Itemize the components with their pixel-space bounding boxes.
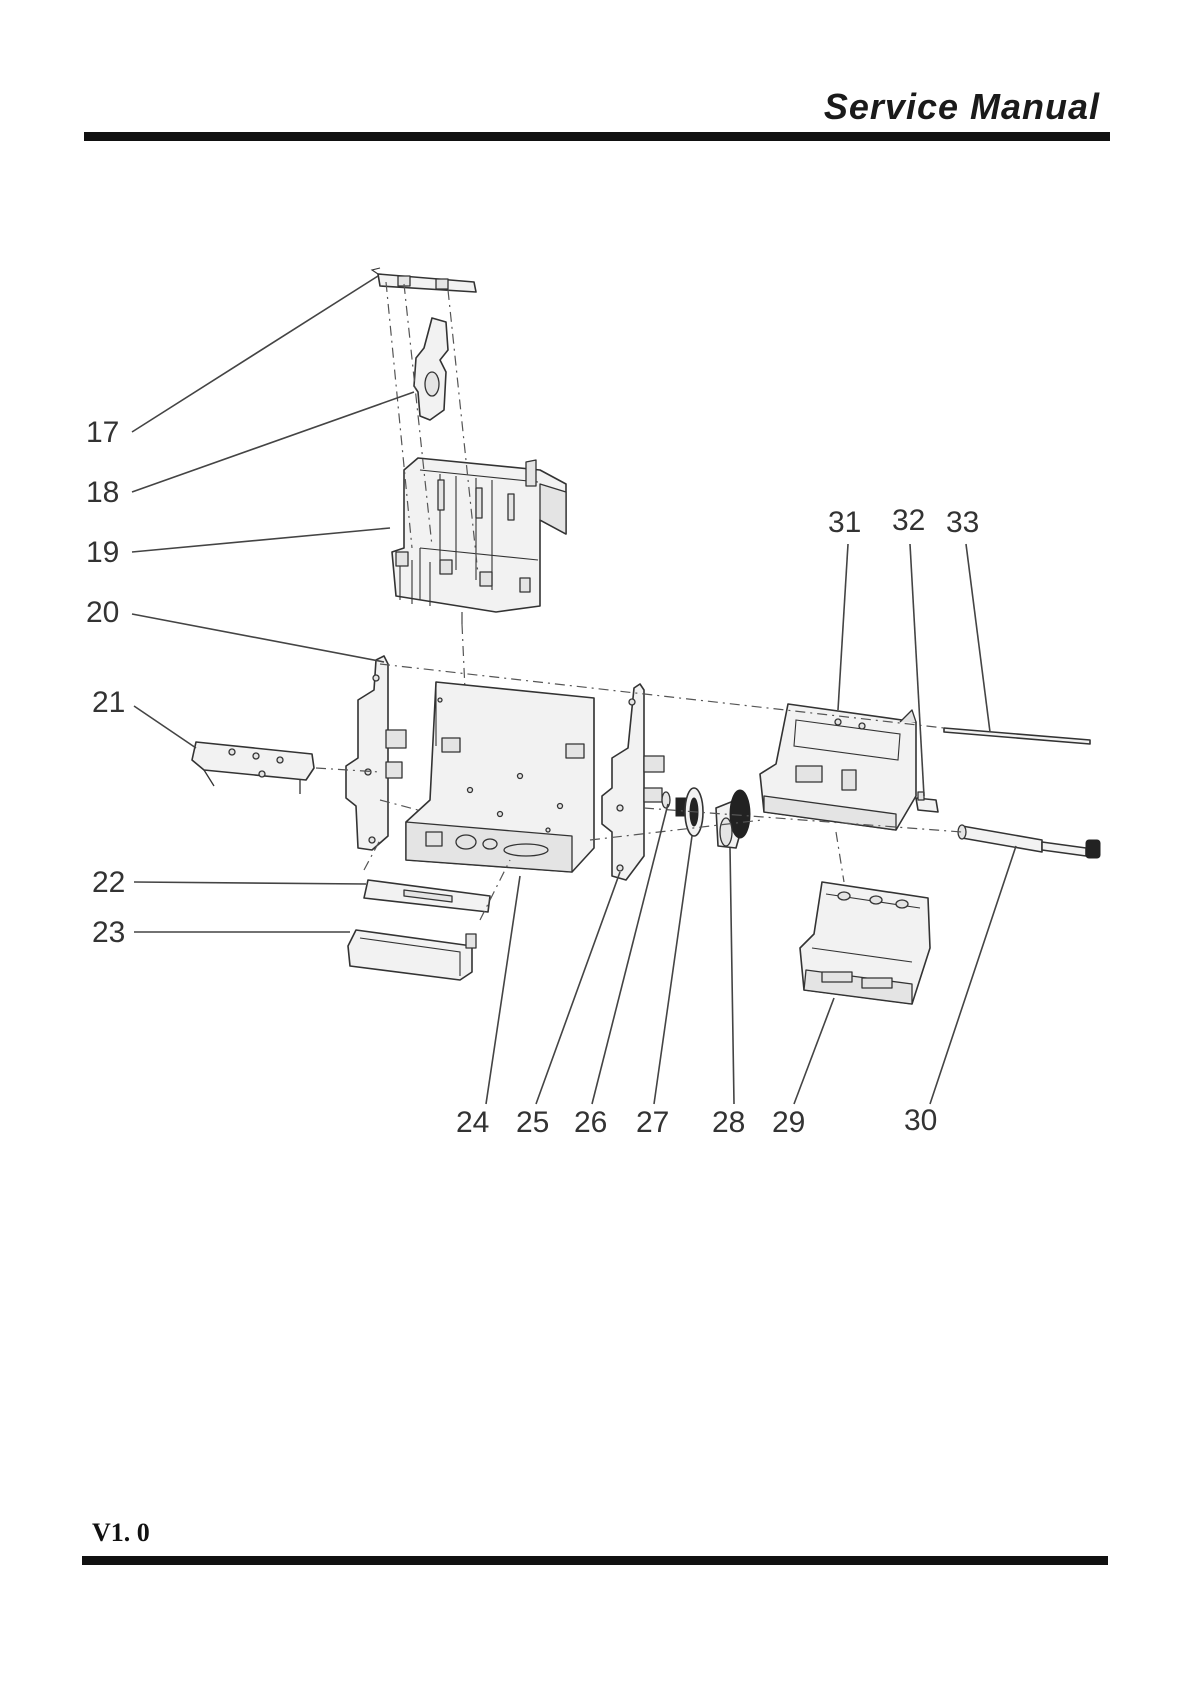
- callout-25: 25: [516, 1106, 549, 1139]
- callout-19: 19: [86, 536, 119, 569]
- part-33-shaft: [944, 728, 1090, 744]
- callout-28: 28: [712, 1106, 745, 1139]
- callout-31: 31: [828, 506, 861, 539]
- callout-33: 33: [946, 506, 979, 539]
- callout-27: 27: [636, 1106, 669, 1139]
- callout-30: 30: [904, 1104, 937, 1137]
- footer-rule: [82, 1556, 1108, 1565]
- part-32-clip: [916, 792, 938, 812]
- part-19-paper-holder: [392, 458, 566, 624]
- callout-17: 17: [86, 416, 119, 449]
- callout-21: 21: [92, 686, 125, 719]
- callout-23: 23: [92, 916, 125, 949]
- part-21-side-bracket: [192, 742, 314, 794]
- part-26-washer: [662, 792, 670, 808]
- part-22-front-plate: [364, 880, 490, 912]
- callout-18: 18: [86, 476, 119, 509]
- callout-22: 22: [92, 866, 125, 899]
- part-30-roller: [958, 825, 1100, 858]
- footer-version: V1. 0: [92, 1518, 150, 1548]
- callout-32: 32: [892, 504, 925, 537]
- part-25-right-frame: [602, 684, 664, 880]
- callout-20: 20: [86, 596, 119, 629]
- part-23-front-tray: [348, 930, 476, 980]
- callout-29: 29: [772, 1106, 805, 1139]
- part-29-cutter-housing: [800, 882, 930, 1004]
- part-20-left-frame: [346, 656, 406, 850]
- part-28-gear-assembly: [716, 790, 750, 848]
- callout-26: 26: [574, 1106, 607, 1139]
- callout-24: 24: [456, 1106, 489, 1139]
- part-24-base-plate: [406, 682, 594, 872]
- part-17-hinge-strip: [372, 268, 476, 292]
- part-31-print-mechanism: [760, 704, 916, 830]
- part-18-guide-plate: [414, 318, 448, 420]
